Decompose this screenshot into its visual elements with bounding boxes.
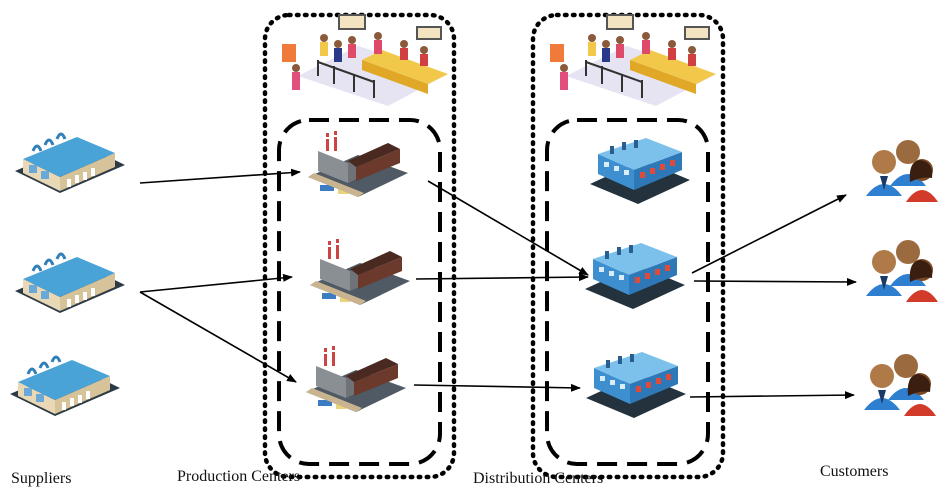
customer-group-icon xyxy=(866,140,938,202)
production-centers-label: Production Centers xyxy=(177,468,301,485)
supplier-warehouse-icon xyxy=(13,252,127,315)
distribution-center-icon xyxy=(586,352,686,418)
production-factory-icon xyxy=(306,346,406,412)
arrow-distribution2-customer1 xyxy=(691,194,847,274)
customer-group-icon xyxy=(864,354,936,416)
supplier-warehouse-icon xyxy=(8,355,122,418)
arrow-supplier1-production1 xyxy=(139,168,301,184)
distribution-service-counter-icon xyxy=(549,13,717,107)
customer-group-icon xyxy=(866,240,938,302)
distribution-center-icon xyxy=(585,243,685,309)
production-factory-icon xyxy=(308,131,408,197)
arrow-distribution3-customer3 xyxy=(689,391,855,400)
arrow-production3-distribution3 xyxy=(413,383,581,392)
distribution-center-icon xyxy=(590,138,690,204)
arrow-supplier2-production3 xyxy=(139,291,297,383)
distribution-centers-label: Distribution Centers xyxy=(473,470,604,487)
customers-label: Customers xyxy=(820,463,889,480)
distribution-inner-dashed-box xyxy=(545,118,710,466)
production-factory-icon xyxy=(310,239,410,305)
arrow-production1-distribution2 xyxy=(427,180,589,276)
production-service-counter-icon xyxy=(281,13,449,107)
suppliers-label: Suppliers xyxy=(11,470,72,487)
arrow-supplier2-production2 xyxy=(139,273,293,293)
arrow-distribution2-customer2 xyxy=(693,277,857,286)
arrow-production2-distribution2 xyxy=(415,273,589,282)
supplier-warehouse-icon xyxy=(13,132,127,195)
production-inner-dashed-box xyxy=(277,118,442,466)
